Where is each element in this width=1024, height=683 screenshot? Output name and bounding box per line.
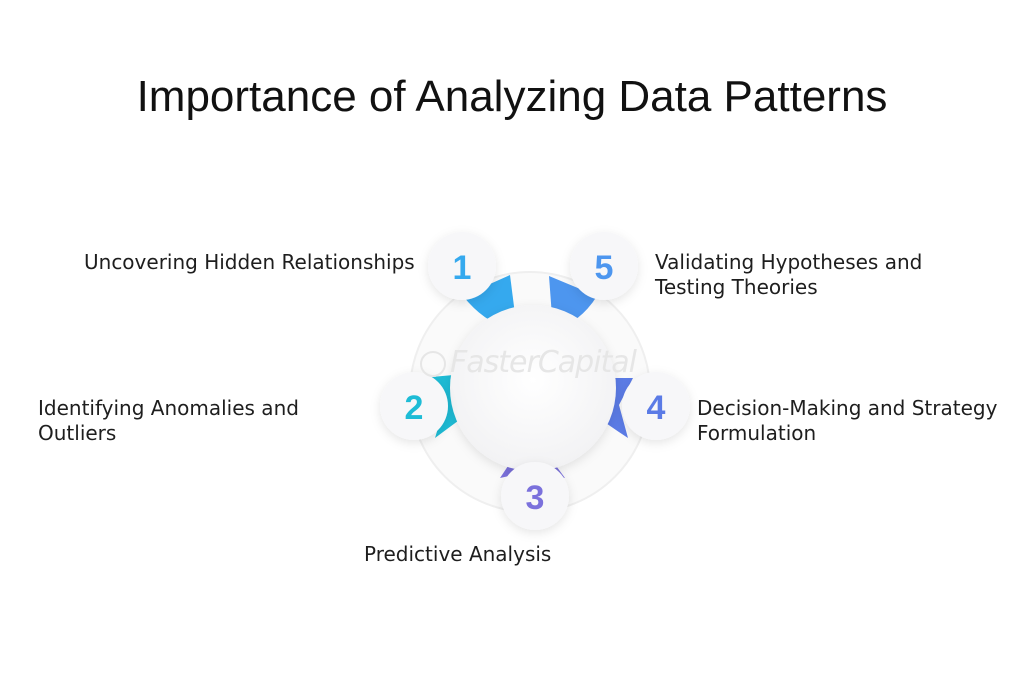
step-bubble-1: 1 [428, 232, 496, 300]
central-hub [450, 305, 616, 471]
watermark-text: FasterCapital [450, 345, 637, 380]
step-label-1: Uncovering Hidden Relationships [84, 250, 415, 274]
step-label-4: Decision-Making and Strategy Formulation [697, 396, 998, 445]
step-label-3: Predictive Analysis [364, 542, 552, 566]
step-bubble-5: 5 [570, 232, 638, 300]
step-number-3: 3 [526, 479, 545, 517]
step-label-2: Identifying Anomalies and Outliers [38, 396, 299, 445]
step-bubble-4: 4 [622, 372, 690, 440]
step-bubble-2: 2 [380, 372, 448, 440]
step-bubble-3: 3 [501, 462, 569, 530]
step-number-4: 4 [647, 389, 666, 427]
step-number-1: 1 [453, 249, 472, 287]
step-label-5: Validating Hypotheses and Testing Theori… [655, 250, 923, 299]
page-title: Importance of Analyzing Data Patterns [136, 72, 888, 121]
watermark: FasterCapital [420, 345, 637, 380]
step-number-2: 2 [405, 389, 424, 427]
watermark-logo-icon [420, 350, 446, 377]
step-number-5: 5 [595, 249, 614, 287]
